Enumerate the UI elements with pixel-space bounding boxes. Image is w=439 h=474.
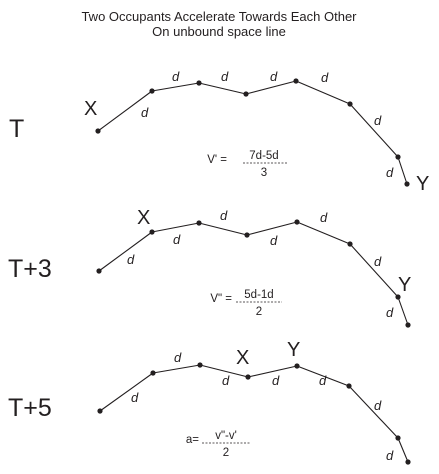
node (149, 229, 155, 235)
segment-label: d (386, 448, 394, 463)
row-label-t-plus-5: T+5 (8, 394, 52, 422)
node (294, 219, 300, 225)
occupant-x-label-t-plus-3: X (137, 207, 150, 229)
segment-label: d (222, 373, 230, 388)
segment-labels-t-plus-5: d d d d d d d (131, 350, 394, 463)
occupant-x-label-t-plus-5: X (236, 347, 249, 369)
row-t: T d d d d d d d X Y V' = 7d-5d 3 (9, 69, 429, 195)
node (150, 370, 156, 376)
formula-t-plus-3: V" = 5d-1d 2 (210, 289, 282, 318)
segment-label: d (320, 210, 328, 225)
formula-lhs: V" = (210, 293, 232, 305)
segment-label: d (127, 252, 135, 267)
formula-t-plus-5: a= v"-v' 2 (186, 430, 250, 459)
segment-label: d (374, 113, 382, 128)
node (149, 88, 155, 94)
segment-label: d (221, 69, 229, 84)
nodes-t (95, 78, 410, 187)
segment-label: d (321, 70, 329, 85)
node (395, 154, 401, 160)
node (96, 268, 102, 274)
nodes-t-plus-5 (97, 362, 411, 465)
segment-labels-t-plus-3: d d d d d d d (127, 208, 394, 320)
segment-label: d (131, 390, 139, 405)
space-line-t (97, 80, 408, 185)
space-line-t-plus-5 (99, 364, 409, 463)
segment-label: d (270, 69, 278, 84)
node (244, 232, 250, 238)
space-line-t-plus-3 (98, 221, 409, 326)
formula-lhs: a= (186, 434, 199, 446)
node (243, 91, 249, 97)
diagram-title-line-2: On unbound space line (152, 24, 286, 39)
node (197, 362, 203, 368)
formula-numerator: v"-v' (215, 430, 237, 442)
node (97, 408, 103, 414)
node (405, 459, 411, 465)
formula-lhs: V' = (207, 154, 227, 166)
segment-label: d (173, 232, 181, 247)
row-t-plus-3: T+3 d d d d d d d X Y V" = 5d-1d 2 (8, 207, 411, 328)
node (245, 374, 251, 380)
segment-labels-t: d d d d d d d (141, 69, 394, 180)
node (404, 181, 410, 187)
segment-label: d (319, 373, 327, 388)
row-t-plus-5: T+5 d d d d d d d X Y a= v"-v' 2 (8, 339, 411, 465)
segment-label: d (174, 350, 182, 365)
nodes-t-plus-3 (96, 219, 411, 328)
node (196, 80, 202, 86)
segment-label: d (220, 208, 228, 223)
node (294, 363, 300, 369)
node (347, 241, 353, 247)
occupant-y-label-t-plus-5: Y (287, 339, 300, 361)
segment-label: d (386, 165, 394, 180)
segment-label: d (272, 373, 280, 388)
node (347, 101, 353, 107)
formula-t: V' = 7d-5d 3 (207, 150, 288, 179)
formula-denominator: 2 (223, 447, 229, 459)
segment-label: d (374, 398, 382, 413)
formula-numerator: 5d-1d (244, 289, 273, 301)
row-label-t-plus-3: T+3 (8, 255, 52, 283)
formula-denominator: 3 (261, 167, 267, 179)
node (196, 220, 202, 226)
node (293, 78, 299, 84)
formula-denominator: 2 (256, 306, 262, 318)
segment-label: d (141, 105, 149, 120)
diagram-title-line-1: Two Occupants Accelerate Towards Each Ot… (81, 9, 357, 24)
occupant-x-label-t: X (84, 98, 97, 120)
occupant-y-label-t-plus-3: Y (398, 274, 411, 296)
node (395, 294, 401, 300)
row-label-t: T (9, 115, 24, 143)
formula-numerator: 7d-5d (249, 150, 278, 162)
segment-label: d (386, 305, 394, 320)
segment-label: d (172, 69, 180, 84)
node (405, 322, 411, 328)
segment-label: d (374, 254, 382, 269)
node (346, 383, 352, 389)
node (395, 435, 401, 441)
segment-label: d (270, 233, 278, 248)
occupant-y-label-t: Y (416, 173, 429, 195)
node (95, 128, 101, 134)
